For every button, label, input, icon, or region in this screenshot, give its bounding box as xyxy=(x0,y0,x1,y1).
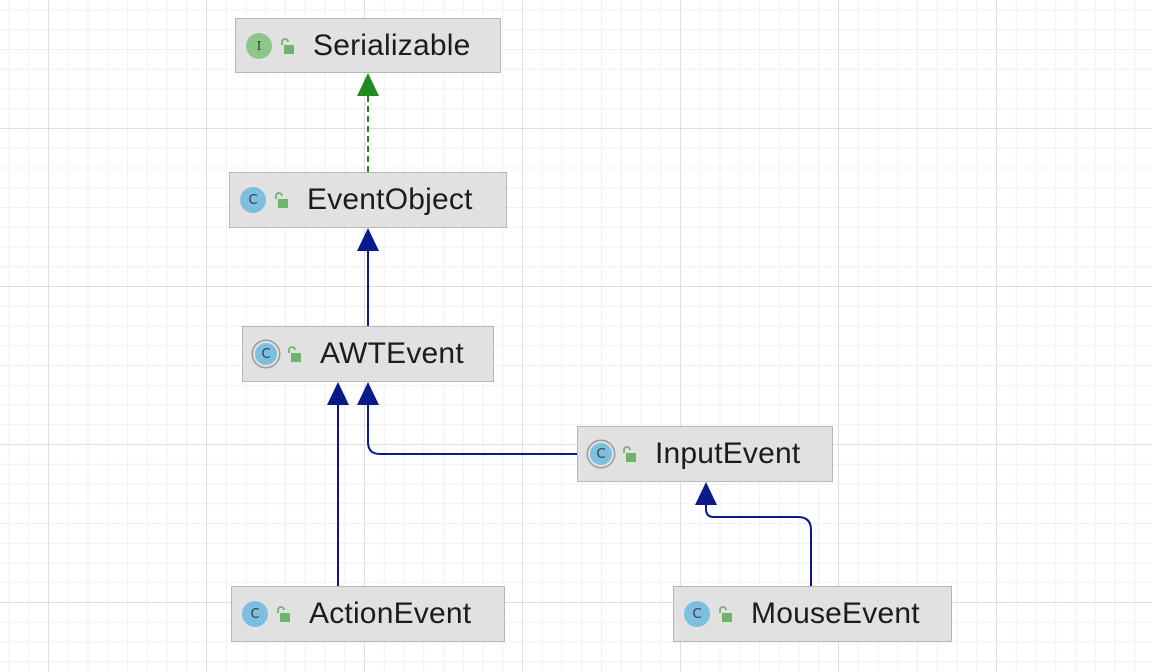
abstract-class-icon: C xyxy=(255,343,277,365)
node-label: AWTEvent xyxy=(320,337,464,370)
node-label: Serializable xyxy=(313,28,471,62)
public-unlock-icon xyxy=(281,37,294,54)
edge-mouseevent-extends-inputevent xyxy=(705,504,812,586)
node-label: ActionEvent xyxy=(309,597,472,630)
node-mouseevent[interactable]: C MouseEvent xyxy=(673,586,952,642)
node-label: EventObject xyxy=(307,183,473,216)
edge-arrowhead xyxy=(357,73,379,96)
node-actionevent[interactable]: C ActionEvent xyxy=(231,586,505,642)
class-icon: C xyxy=(240,187,266,213)
public-unlock-icon xyxy=(719,606,732,622)
public-unlock-icon xyxy=(277,606,290,622)
public-unlock-icon xyxy=(623,446,636,462)
edge-arrowhead xyxy=(357,228,379,251)
node-serializable[interactable]: I Serializable xyxy=(235,18,501,73)
node-awtevent[interactable]: C AWTEvent xyxy=(242,326,494,382)
edge-inputevent-extends-awtevent xyxy=(367,404,577,455)
node-eventobject[interactable]: C EventObject xyxy=(229,172,507,228)
edge-arrowhead xyxy=(695,482,717,505)
node-label: InputEvent xyxy=(655,437,801,470)
public-unlock-icon xyxy=(275,192,288,208)
node-inputevent[interactable]: C InputEvent xyxy=(577,426,833,482)
class-icon: C xyxy=(242,601,268,627)
abstract-class-icon: C xyxy=(590,443,612,465)
edge-arrowhead xyxy=(327,382,349,405)
class-icon: C xyxy=(684,601,710,627)
public-unlock-icon xyxy=(288,346,301,362)
edge-arrowhead xyxy=(357,382,379,405)
interface-icon: I xyxy=(246,32,272,59)
node-label: MouseEvent xyxy=(751,597,920,630)
